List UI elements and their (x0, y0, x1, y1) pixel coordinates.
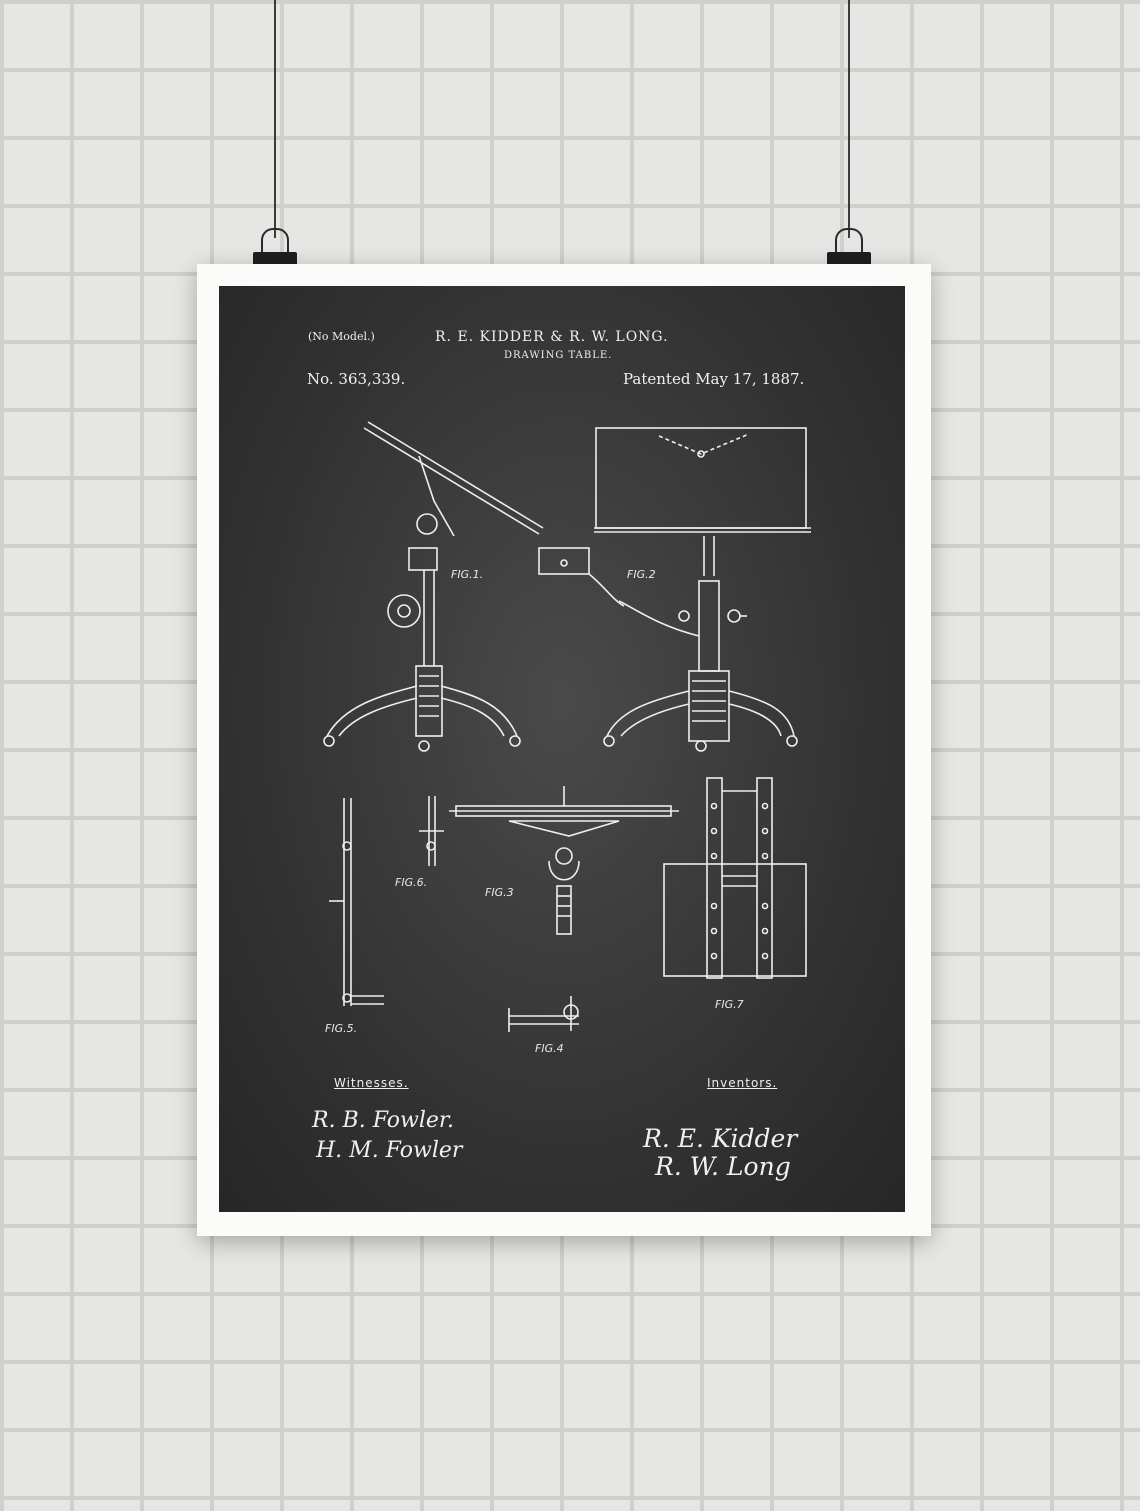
fig-6-label: FIG.6. (395, 876, 427, 889)
patent-drawing: FIG.1. FIG.2 FIG.3 FIG.4 FIG.5. FIG.6. F… (323, 421, 811, 1055)
fig-2-drawing (594, 427, 811, 752)
fig-3-drawing (449, 786, 679, 935)
fig-1-drawing (323, 421, 625, 752)
fig-4-drawing (508, 996, 579, 1032)
fig-5-label: FIG.5. (325, 1022, 357, 1035)
witnesses-heading: Witnesses. (334, 1076, 409, 1090)
fig-6-drawing (419, 796, 444, 866)
patent-title: DRAWING TABLE. (504, 350, 613, 361)
fig-7-drawing (663, 777, 807, 979)
model-note: (No Model.) (308, 330, 375, 343)
patent-date: Patented May 17, 1887. (623, 370, 805, 388)
left-hanging-wire (274, 0, 276, 238)
inventor-signature-2: R. W. Long (655, 1152, 791, 1181)
witness-signature-1: R. B. Fowler. (312, 1108, 454, 1133)
inventor-signature-1: R. E. Kidder (643, 1124, 798, 1153)
fig-5-drawing (329, 798, 384, 1006)
fig-1-label: FIG.1. (451, 568, 483, 581)
fig-4-label: FIG.4 (535, 1042, 564, 1055)
witness-signature-2: H. M. Fowler (316, 1138, 463, 1163)
patent-number: No. 363,339. (307, 370, 406, 388)
fig-2-label: FIG.2 (627, 568, 656, 581)
patent-poster: (No Model.) R. E. KIDDER & R. W. LONG. D… (219, 286, 905, 1212)
fig-3-label: FIG.3 (485, 886, 514, 899)
inventors-line: R. E. KIDDER & R. W. LONG. (435, 329, 669, 345)
fig-7-label: FIG.7 (715, 998, 744, 1011)
right-hanging-wire (848, 0, 850, 238)
inventors-heading: Inventors. (707, 1076, 778, 1090)
